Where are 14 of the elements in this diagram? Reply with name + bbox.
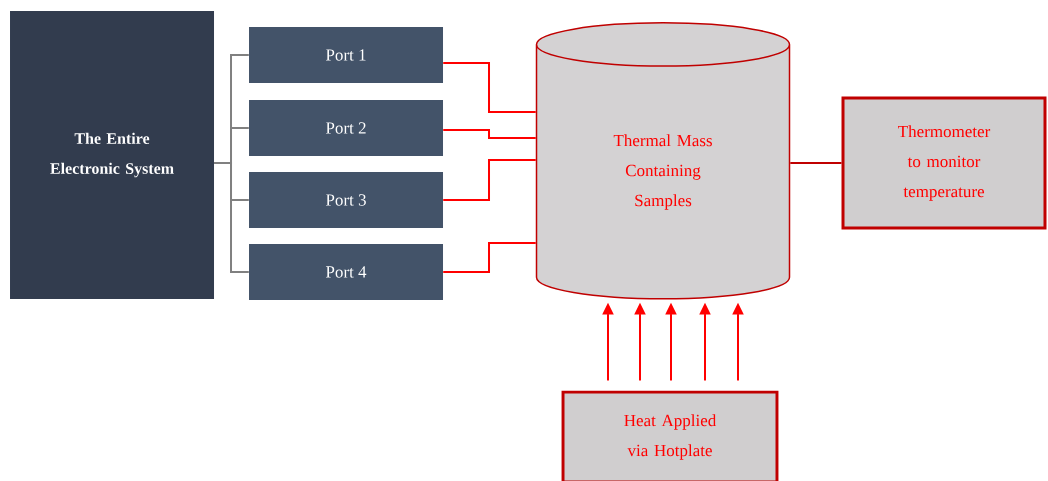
cylinder: Thermal Mass Containing Samples bbox=[535, 22, 791, 300]
port-box: Port 3 bbox=[249, 172, 443, 228]
port-box: Port 2 bbox=[249, 100, 443, 156]
connector-line bbox=[442, 159, 537, 201]
connector-line bbox=[442, 62, 537, 113]
connector-line bbox=[442, 129, 537, 139]
connector-line bbox=[213, 162, 250, 273]
port-box: Port 4 bbox=[249, 244, 443, 300]
port-box: Port 1 bbox=[249, 27, 443, 83]
instrument-box: Thermometer to monitor temperature bbox=[841, 96, 1047, 230]
connector-line bbox=[442, 242, 537, 273]
connector-line bbox=[789, 162, 843, 164]
heat-source-box: Heat Applied via Hotplate bbox=[561, 390, 779, 481]
system-box: The Entire Electronic System bbox=[10, 11, 214, 299]
